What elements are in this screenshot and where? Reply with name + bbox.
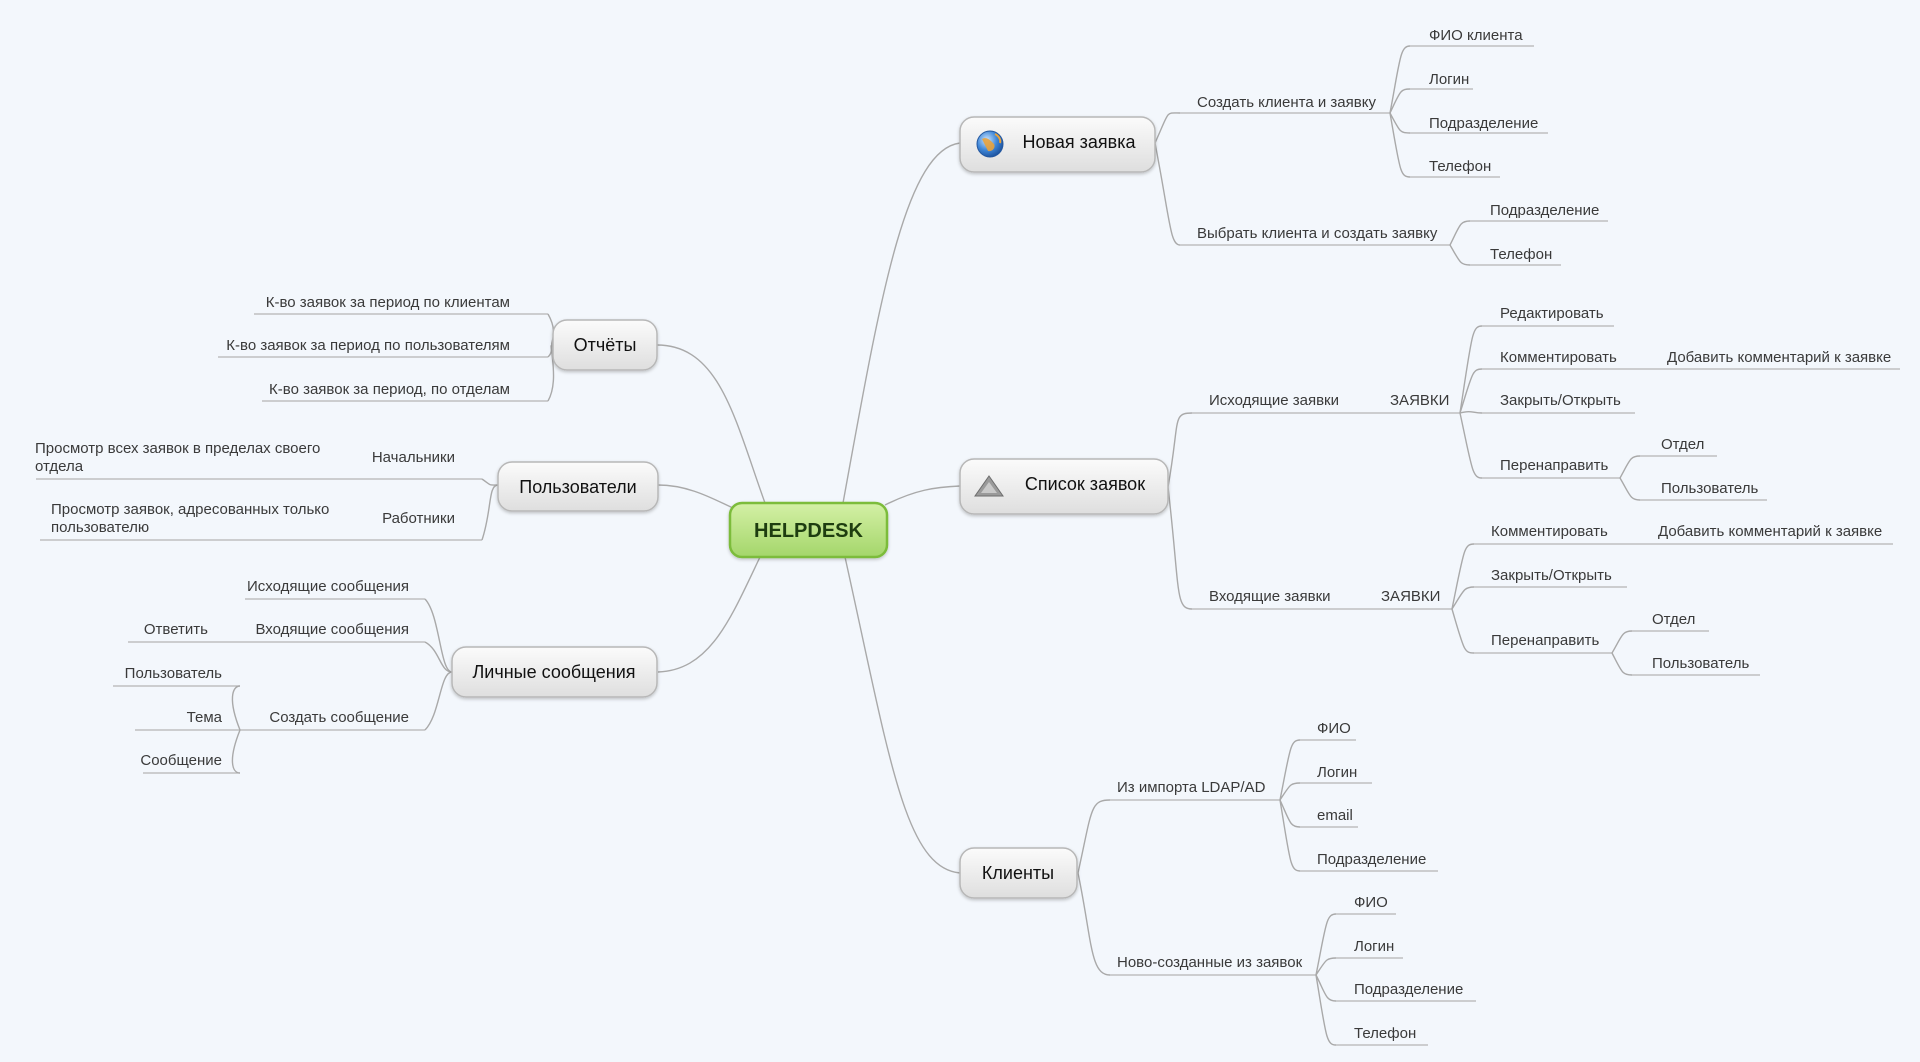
leaf-new-login[interactable]: Логин	[1354, 938, 1394, 955]
subtopic-incoming-messages[interactable]: Входящие сообщения	[255, 621, 409, 638]
topic-clients-box	[959, 847, 1078, 899]
leaf-message-body[interactable]: Сообщение	[140, 752, 222, 769]
leaf-out-edit[interactable]: Редактировать	[1500, 305, 1604, 322]
leaf-new-phone[interactable]: Телефон	[1354, 1025, 1416, 1042]
leaf-out-comment[interactable]: Комментировать	[1500, 349, 1617, 366]
leaf-client-fio[interactable]: ФИО клиента	[1429, 27, 1523, 44]
leaf-reply[interactable]: Ответить	[144, 621, 208, 638]
subtopic-ldap-import[interactable]: Из импорта LDAP/AD	[1117, 779, 1266, 796]
leaf-out-comment-detail[interactable]: Добавить комментарий к заявке	[1667, 349, 1891, 366]
leaf-client-phone[interactable]: Телефон	[1429, 158, 1491, 175]
leaf-report-by-departments[interactable]: К-во заявок за период, по отделам	[269, 381, 510, 398]
leaf-out-close-open[interactable]: Закрыть/Открыть	[1500, 392, 1621, 409]
topic-clients-label: Клиенты	[982, 863, 1054, 883]
warning-triangle-icon	[974, 475, 1004, 497]
leaf-ldap-department[interactable]: Подразделение	[1317, 851, 1426, 868]
leaf-out-redirect-user[interactable]: Пользователь	[1661, 480, 1759, 497]
group-label-incoming: ЗАЯВКИ	[1381, 588, 1440, 605]
leaf-message-subject[interactable]: Тема	[187, 709, 223, 726]
leaf-workers-detail-line2: пользователю	[51, 519, 149, 536]
topic-request-list-box	[959, 458, 1169, 515]
group-label-outgoing: ЗАЯВКИ	[1390, 392, 1449, 409]
topic-users-label: Пользователи	[519, 477, 636, 497]
subtopic-create-client[interactable]: Создать клиента и заявку	[1197, 94, 1376, 111]
subtopic-outgoing-messages[interactable]: Исходящие сообщения	[247, 578, 409, 595]
leaf-managers-detail-line2: отдела	[35, 458, 84, 475]
leaf-message-user[interactable]: Пользователь	[125, 665, 223, 682]
leaf-in-comment-detail[interactable]: Добавить комментарий к заявке	[1658, 523, 1882, 540]
central-topic-label: HELPDESK	[754, 520, 863, 542]
topic-reports[interactable]: Отчёты	[552, 319, 658, 371]
leaf-report-by-clients[interactable]: К-во заявок за период по клиентам	[266, 294, 510, 311]
topic-messages-label: Личные сообщения	[472, 662, 635, 682]
leaf-report-by-users[interactable]: К-во заявок за период по пользователям	[226, 337, 510, 354]
topic-reports-label: Отчёты	[574, 335, 637, 355]
globe-icon	[976, 130, 1004, 158]
leaf-out-redirect[interactable]: Перенаправить	[1500, 457, 1608, 474]
leaf-new-department[interactable]: Подразделение	[1354, 981, 1463, 998]
topic-request-list[interactable]: Список заявок	[959, 458, 1169, 515]
leaf-ldap-login[interactable]: Логин	[1317, 764, 1357, 781]
topic-reports-box	[552, 319, 658, 371]
topic-request-list-label: Список заявок	[1025, 474, 1145, 494]
leaf-in-redirect-department[interactable]: Отдел	[1652, 611, 1695, 628]
leaf-in-redirect-user[interactable]: Пользователь	[1652, 655, 1750, 672]
topic-messages-box	[451, 646, 658, 698]
leaf-ldap-email[interactable]: email	[1317, 807, 1353, 824]
topic-users[interactable]: Пользователи	[497, 461, 659, 512]
leaf-new-fio[interactable]: ФИО	[1354, 894, 1388, 911]
leaf-client-department[interactable]: Подразделение	[1429, 115, 1538, 132]
central-topic-box	[728, 501, 889, 559]
leaf-client-login[interactable]: Логин	[1429, 71, 1469, 88]
leaf-workers-detail-line1: Просмотр заявок, адресованных только	[51, 501, 329, 518]
subtopic-choose-client[interactable]: Выбрать клиента и создать заявку	[1197, 225, 1438, 242]
subtopic-managers[interactable]: Начальники	[372, 449, 455, 466]
subtopic-new-from-requests[interactable]: Ново-созданные из заявок	[1117, 954, 1303, 971]
topic-new-request-box	[959, 116, 1156, 173]
central-topic[interactable]: HELPDESK	[728, 501, 889, 559]
topic-new-request[interactable]: Новая заявка	[959, 116, 1156, 173]
leaf-managers-detail-line1: Просмотр всех заявок в пределах своего	[35, 440, 320, 457]
leaf-out-redirect-department[interactable]: Отдел	[1661, 436, 1704, 453]
subtopic-outgoing-requests[interactable]: Исходящие заявки	[1209, 392, 1339, 409]
leaf-ldap-fio[interactable]: ФИО	[1317, 720, 1351, 737]
leaf-in-close-open[interactable]: Закрыть/Открыть	[1491, 567, 1612, 584]
subtopic-workers[interactable]: Работники	[382, 510, 455, 527]
leaf-choose-department[interactable]: Подразделение	[1490, 202, 1599, 219]
topic-new-request-label: Новая заявка	[1023, 132, 1137, 152]
subtopic-incoming-requests[interactable]: Входящие заявки	[1209, 588, 1331, 605]
topic-clients[interactable]: Клиенты	[959, 847, 1078, 899]
connector-lines	[36, 45, 1900, 1046]
topic-messages[interactable]: Личные сообщения	[451, 646, 658, 698]
leaf-in-redirect[interactable]: Перенаправить	[1491, 632, 1599, 649]
topic-users-box	[497, 461, 659, 512]
leaf-in-comment[interactable]: Комментировать	[1491, 523, 1608, 540]
subtopic-create-message[interactable]: Создать сообщение	[269, 709, 409, 726]
leaf-choose-phone[interactable]: Телефон	[1490, 246, 1552, 263]
